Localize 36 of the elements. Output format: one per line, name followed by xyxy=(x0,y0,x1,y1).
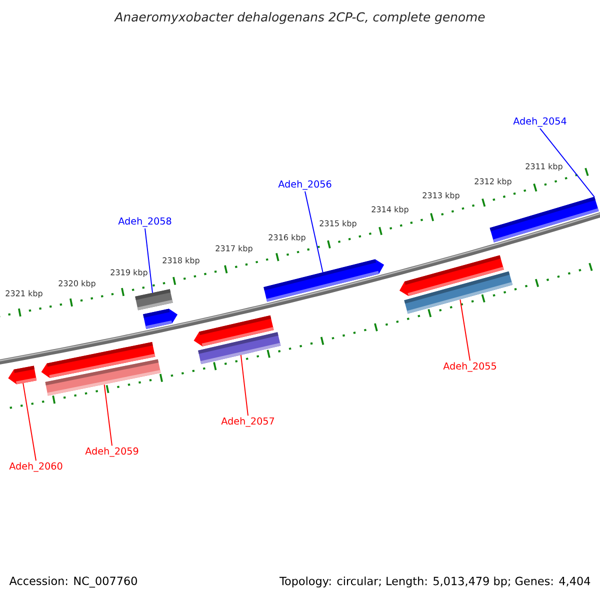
leader-line xyxy=(240,354,248,416)
footer-text: Topology: circular; Length: 5,013,479 bp; Genes: 4,404 xyxy=(280,576,590,588)
gene-label: Adeh_2058 xyxy=(118,217,172,227)
gene-feature xyxy=(8,366,37,384)
gene-label: Adeh_2060 xyxy=(9,462,62,472)
gene-bar xyxy=(135,289,173,310)
gene-bar xyxy=(198,332,281,364)
gene-bar xyxy=(490,196,599,242)
gene-label: Adeh_2054 xyxy=(513,117,566,127)
scale-label: 2321 kbp xyxy=(6,290,42,298)
scale-label: 2320 kbp xyxy=(58,280,96,288)
leader-line xyxy=(144,228,153,294)
gene-feature xyxy=(143,308,178,329)
leader-line xyxy=(460,299,470,362)
scale-label: 2319 kbp xyxy=(110,269,148,277)
gene-label: Adeh_2056 xyxy=(278,180,332,190)
leader-line xyxy=(104,384,112,446)
gene-bar xyxy=(45,359,161,396)
leader-line xyxy=(304,190,324,274)
scale-label: 2313 kbp xyxy=(422,192,460,200)
leader-line xyxy=(22,382,36,462)
gene-label: Adeh_2055 xyxy=(443,362,496,372)
gene-label: Adeh_2059 xyxy=(85,447,138,457)
scale-label: 2314 kbp xyxy=(372,206,408,214)
gene-feature xyxy=(264,259,384,302)
gene-label: Adeh_2057 xyxy=(221,417,274,427)
scale-label: 2312 kbp xyxy=(474,178,512,186)
footer-text: Accession: NC_007760 xyxy=(9,576,137,588)
scale-label: 2311 kbp xyxy=(526,163,562,171)
gene-bar xyxy=(404,271,513,314)
scale-label: 2315 kbp xyxy=(320,220,356,228)
scale-label: 2318 kbp xyxy=(162,257,200,265)
title: Anaeromyxobacter dehalogenans 2CP-C, complete genome xyxy=(114,12,485,24)
scale-label: 2316 kbp xyxy=(268,234,306,242)
leader-line xyxy=(540,128,595,198)
scale-label: 2317 kbp xyxy=(216,245,252,253)
